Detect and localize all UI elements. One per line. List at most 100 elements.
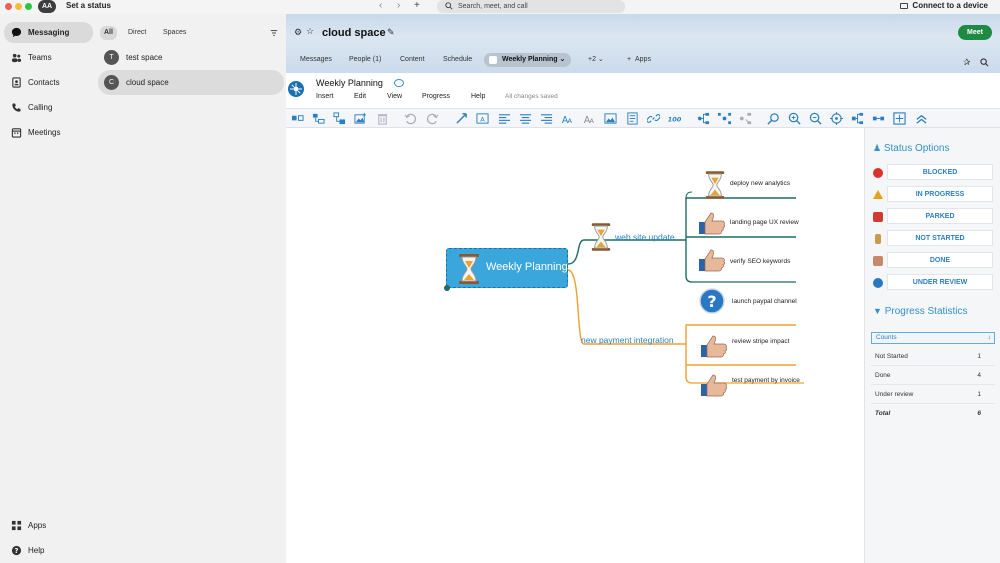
space-item-test-space[interactable]: T test space [98, 45, 284, 70]
pin-icon[interactable]: ✰ [963, 57, 971, 67]
find-icon[interactable] [767, 112, 780, 125]
node-deploy-new-analytics[interactable]: deploy new analytics [730, 180, 790, 187]
layout-tree-icon[interactable] [697, 112, 710, 125]
zoom-in-icon[interactable] [788, 112, 801, 125]
statistics-type-select[interactable]: Counts↕ [871, 332, 995, 344]
expand-all-icon[interactable] [851, 112, 864, 125]
node-verify-seo-keywords[interactable]: verify SEO keywords [730, 258, 791, 265]
nav-item-apps[interactable]: Apps [4, 515, 93, 536]
nav-item-messaging[interactable]: Messaging [4, 22, 93, 43]
layout-map-icon[interactable] [718, 112, 731, 125]
calendar-icon [11, 128, 22, 138]
nav-item-calling[interactable]: Calling [4, 97, 93, 118]
svg-text:?: ? [15, 547, 19, 555]
node-launch-paypal-channel[interactable]: launch paypal channel [732, 298, 797, 305]
node-landing-page-ux-review[interactable]: landing page UX review [730, 219, 799, 226]
collapse-toolbar-icon[interactable] [914, 112, 929, 125]
align-right-icon[interactable] [540, 112, 553, 125]
node-handle[interactable] [444, 285, 450, 291]
minimize-window-icon[interactable] [15, 3, 22, 10]
status-button-parked[interactable]: PARKED [887, 208, 993, 224]
root-node[interactable]: Weekly Planning [444, 248, 568, 291]
thumbs-up-icon [873, 256, 883, 266]
nav-item-meetings[interactable]: Meetings [4, 122, 93, 143]
filter-icon[interactable] [270, 29, 278, 37]
tab-people[interactable]: People (1) [349, 56, 382, 63]
branch-new-payment-integration[interactable]: new payment integration [581, 335, 674, 345]
meet-button[interactable]: Meet [958, 25, 992, 40]
tab-weekly-planning[interactable]: Weekly Planning ⌄ [484, 53, 572, 67]
forward-arrow-icon[interactable]: › [397, 0, 401, 11]
tab-schedule[interactable]: Schedule [443, 56, 473, 63]
status-button-done[interactable]: DONE [887, 252, 993, 268]
user-avatar[interactable]: AA [38, 0, 56, 13]
nav-item-teams[interactable]: Teams [4, 47, 93, 68]
insert-image-icon[interactable] [354, 112, 367, 125]
text-box-icon[interactable]: A [476, 112, 489, 125]
connect-device-button[interactable]: Connect to a device [900, 1, 988, 10]
settings-gear-icon[interactable]: ⚙ [294, 27, 303, 37]
add-parent-node-icon[interactable] [333, 112, 346, 125]
tab-messages[interactable]: Messages [300, 56, 332, 63]
document-title[interactable]: Weekly Planning [316, 78, 383, 88]
number-100-icon[interactable]: 100 [668, 112, 681, 125]
space-name: cloud space [126, 78, 169, 87]
align-center-icon[interactable] [519, 112, 532, 125]
mindmap-app: Weekly Planning Insert Edit View Progres… [286, 73, 1000, 563]
search-space-icon[interactable] [980, 58, 989, 67]
status-button-under-review[interactable]: UNDER REVIEW [887, 274, 993, 290]
align-left-icon[interactable] [498, 112, 511, 125]
filter-spaces[interactable]: Spaces [163, 29, 187, 36]
back-arrow-icon[interactable]: ‹ [379, 0, 383, 11]
collapse-all-icon[interactable] [872, 112, 885, 125]
zoom-out-icon[interactable] [809, 112, 822, 125]
add-sibling-node-icon[interactable] [312, 112, 325, 125]
tab-content[interactable]: Content [400, 56, 425, 63]
menu-insert[interactable]: Insert [316, 93, 334, 100]
undo-icon[interactable] [404, 112, 417, 125]
node-review-stripe-impact[interactable]: review stripe impact [732, 338, 790, 345]
filter-all[interactable]: All [100, 26, 117, 40]
menu-view[interactable]: View [387, 93, 403, 100]
layout-disabled-icon[interactable] [739, 112, 752, 125]
connector-web-site-update [567, 239, 686, 265]
node-test-payment-by-invoice[interactable]: test payment by invoice [732, 377, 800, 384]
set-status-link[interactable]: Set a status [66, 1, 111, 10]
star-icon[interactable]: ☆ [306, 26, 315, 36]
warning-icon [873, 190, 883, 199]
redo-icon[interactable] [426, 112, 439, 125]
delete-icon[interactable] [376, 112, 389, 125]
thumbs-up-icon [701, 374, 727, 397]
center-map-icon[interactable] [830, 112, 843, 125]
note-icon[interactable] [626, 112, 639, 125]
menu-edit[interactable]: Edit [354, 93, 367, 100]
status-button-in-progress[interactable]: IN PROGRESS [887, 186, 993, 202]
status-button-blocked[interactable]: BLOCKED [887, 164, 993, 180]
connector-review-stripe [685, 324, 796, 344]
filter-direct[interactable]: Direct [128, 29, 147, 36]
add-child-node-icon[interactable] [291, 112, 304, 125]
link-icon[interactable] [647, 112, 660, 125]
tab-more[interactable]: +2 ⌄ [588, 56, 604, 63]
search-input[interactable]: Search, meet, and call [437, 0, 625, 13]
branch-web-site-update[interactable]: web site update [615, 232, 675, 242]
space-item-cloud-space[interactable]: C cloud space [98, 70, 284, 95]
status-button-not-started[interactable]: NOT STARTED [887, 230, 993, 246]
close-window-icon[interactable] [5, 3, 12, 10]
picture-icon[interactable] [604, 112, 617, 125]
fit-screen-icon[interactable] [893, 112, 906, 125]
plus-icon[interactable]: + [414, 0, 420, 11]
maximize-window-icon[interactable] [25, 3, 32, 10]
nav-item-help[interactable]: ? Help [4, 540, 93, 561]
save-status: All changes saved [505, 93, 558, 100]
connect-nodes-icon[interactable] [455, 112, 468, 125]
tab-apps[interactable]: + Apps [627, 56, 651, 63]
menu-progress[interactable]: Progress [422, 93, 451, 100]
menu-help[interactable]: Help [471, 93, 486, 100]
mindmap-canvas[interactable]: Weekly Planning web site update deploy n… [286, 128, 864, 563]
edit-pencil-icon[interactable]: ✎ [387, 27, 395, 37]
nav-item-contacts[interactable]: Contacts [4, 72, 93, 93]
